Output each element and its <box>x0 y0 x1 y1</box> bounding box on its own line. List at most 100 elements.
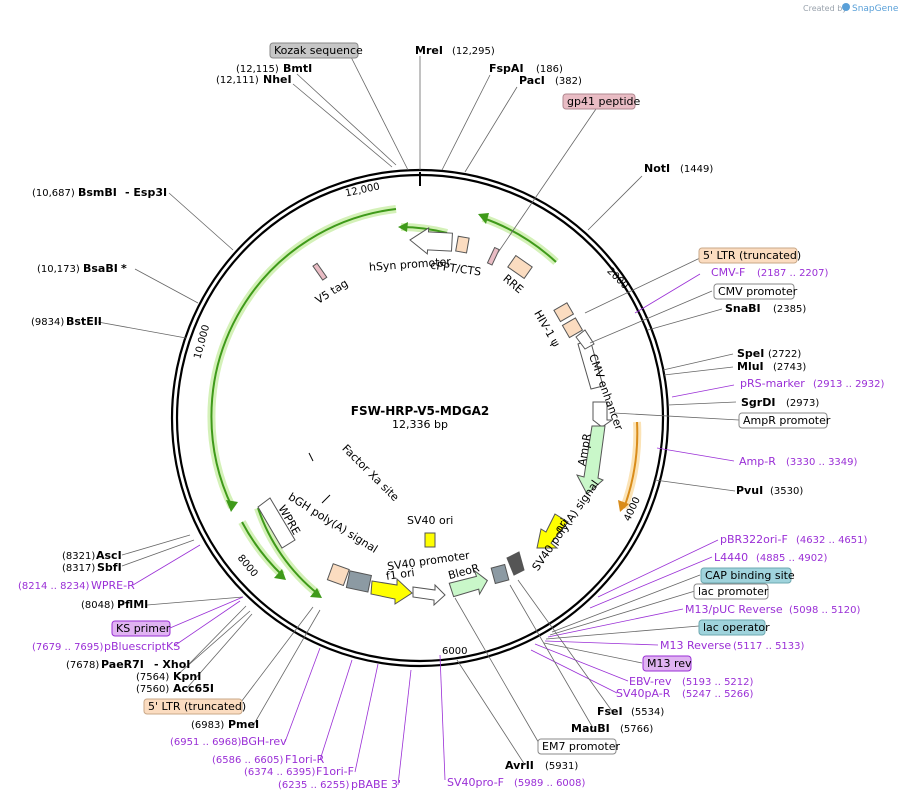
maubi-label: MauBI <box>571 722 610 735</box>
f1orif-label: F1ori-F <box>316 765 354 778</box>
acc65i-pos: (7560) <box>136 684 169 695</box>
m13rev-label: M13 rev <box>647 657 692 670</box>
esp3i-label: - Esp3I <box>125 186 167 199</box>
v5-tag-feature <box>312 262 328 281</box>
bsmbi-label: BsmBI <box>78 186 117 199</box>
bsabi-pos: (10,173) <box>37 264 80 275</box>
maubi-pos: (5766) <box>620 724 653 735</box>
ltr-box-b <box>143 698 243 715</box>
m13rev-primer-pos: (5117 .. 5133) <box>733 641 805 652</box>
ks-box <box>111 620 171 637</box>
kpni-pos: (7564) <box>136 672 169 683</box>
bmti-pos: (12,115) <box>236 64 279 75</box>
ebvrev-pos: (5193 .. 5212) <box>682 677 754 688</box>
created-by-label: Created by <box>803 4 847 13</box>
bmti-label: BmtI <box>283 62 312 75</box>
paer7i-label: PaeR7I <box>101 658 144 671</box>
acc65i-label: Acc65I <box>173 682 214 695</box>
snabi-label: SnaBI <box>725 302 761 315</box>
sv40par-pos: (5247 .. 5266) <box>682 689 754 700</box>
cmv-promoter-box <box>713 283 795 300</box>
ampr-primer-pos: (3330 .. 3349) <box>786 457 858 468</box>
ebvrev-label: EBV-rev <box>629 675 672 688</box>
mlui-pos: (2743) <box>773 362 806 373</box>
prs-label: pRS-marker <box>740 377 805 390</box>
ampr-promoter-label: AmpR promoter <box>743 414 831 427</box>
tick-10000: 10,000 <box>192 324 212 361</box>
bsabi-label: BsaBI <box>83 262 118 275</box>
sv40-pa-label-2: SV40 poly(A) signal <box>529 478 601 573</box>
pmei-pos: (6983) <box>191 720 224 731</box>
pbks-pos: (7679 .. 7695) <box>32 642 104 653</box>
orange-arc <box>623 421 639 509</box>
cppt-label: cPPT/CTS <box>430 259 482 279</box>
bleor-feature <box>448 569 488 598</box>
noti-label: NotI <box>644 162 670 175</box>
factor-xa-label: Factor Xa site <box>339 442 401 504</box>
pmei-label: PmeI <box>228 718 259 731</box>
avrii-pos: (5931) <box>545 761 578 772</box>
cmv-promoter-arrow <box>575 329 595 350</box>
mrei-pos: (12,295) <box>452 46 495 57</box>
ltr-feature <box>553 302 575 323</box>
bsteii-pos: (9834) <box>31 317 64 328</box>
bsteii-label: BstEII <box>66 315 102 328</box>
wpre-feature <box>257 497 296 549</box>
nhei-label: NheI <box>263 73 292 86</box>
sv40-pa-feature-2b <box>490 563 510 585</box>
kpni-label: KpnI <box>173 670 201 683</box>
orange-arc-head <box>618 500 629 512</box>
ltr-box <box>698 247 798 264</box>
f1-ori-label: f1 ori <box>385 566 415 583</box>
paci-label: PacI <box>519 74 545 87</box>
mlui-label: MluI <box>737 360 764 373</box>
xhoi-label: - XhoI <box>154 658 190 671</box>
sv40par-label: SV40pA-R <box>616 687 671 700</box>
pvui-pos: (3530) <box>770 486 803 497</box>
orf-arrow-bottom-2-head <box>310 588 322 598</box>
f1orir-pos: (6586 .. 6605) <box>212 755 284 766</box>
paci-pos: (382) <box>555 76 582 87</box>
orf-arc-top <box>482 217 557 263</box>
pbr-label: pBR322ori-F <box>720 533 788 546</box>
cap-box <box>700 567 792 584</box>
ampr-feature <box>576 425 606 495</box>
ltr-feature-b <box>326 563 350 587</box>
lac-promoter-box <box>693 583 769 600</box>
m13rev-primer-label: M13 Reverse <box>660 639 731 652</box>
pbabe-pos: (6235 .. 6255) <box>278 780 350 791</box>
l4440-pos: (4885 .. 4902) <box>756 553 828 564</box>
sgrdi-pos: (2973) <box>786 398 819 409</box>
nhei-pos: (12,111) <box>216 75 259 86</box>
f1orif-pos: (6374 .. 6395) <box>244 767 316 778</box>
avrii-label: AvrII <box>505 759 534 772</box>
kozak-box <box>269 42 359 59</box>
bghrev-pos: (6951 .. 6968) <box>170 737 242 748</box>
pvui-label: PvuI <box>736 484 763 497</box>
ltr-label: 5' LTR (truncated) <box>703 249 801 262</box>
sv40prof-label: SV40pro-F <box>447 776 504 789</box>
orf-arrow-bottom-1-head <box>274 569 286 580</box>
fsei-label: FseI <box>597 705 623 718</box>
sv40-promoter-feature <box>412 583 446 607</box>
hsyn-label: hSyn promoter <box>369 255 452 274</box>
tick-6000: 6000 <box>442 646 467 657</box>
ori-feature <box>536 513 569 549</box>
orf-arrow-left-head <box>226 500 238 512</box>
orf-arrow-hsyn-head <box>398 222 408 232</box>
sbfi-pos: (8317) <box>62 563 95 574</box>
l4440-label: L4440 <box>714 551 748 564</box>
paer7i-pos: (7678) <box>66 660 99 671</box>
factor-xa-line-2 <box>308 452 314 462</box>
snapgene-brand: SnapGene <box>852 4 899 14</box>
plasmid-name: FSW-HRP-V5-MDGA2 <box>351 404 490 418</box>
lac-operator-label: lac operator <box>703 621 770 634</box>
snapgene-logo-icon <box>842 3 850 11</box>
fsei-pos: (5534) <box>631 707 664 718</box>
m13rev-box <box>642 655 692 672</box>
ampr-primer-label: Amp-R <box>739 455 776 468</box>
spei-label: SpeI <box>737 347 764 360</box>
sv40-ori-label: SV40 ori <box>407 514 453 527</box>
em7-box <box>537 738 617 755</box>
ltr-label-b: 5' LTR (truncated) <box>148 700 246 713</box>
